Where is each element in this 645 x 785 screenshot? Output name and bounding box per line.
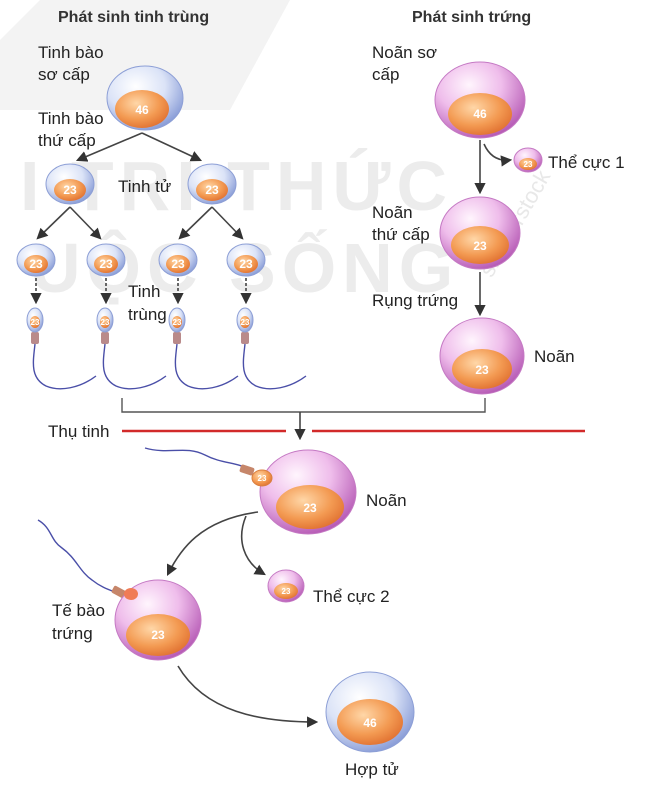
polar-body-1-cell: 23 bbox=[513, 147, 543, 173]
label-sperm-1: Tinh bbox=[128, 282, 160, 301]
sperm-2: 23 bbox=[96, 307, 167, 390]
arrow-to-spermatid-1 bbox=[36, 206, 71, 240]
sperm-1: 23 bbox=[26, 307, 97, 390]
chromosome-count: 46 bbox=[473, 107, 487, 121]
label-secondary-oocyte-2: thứ cấp bbox=[372, 225, 430, 244]
arrow-to-spermatid-3 bbox=[178, 206, 213, 240]
label-primary-oocyte-2: cấp bbox=[372, 65, 399, 84]
chromosome-count: 23 bbox=[205, 183, 219, 197]
chromosome-count: 23 bbox=[101, 318, 110, 327]
label-ovum-2: Noãn bbox=[366, 491, 407, 510]
arrow-to-polar-body-1 bbox=[483, 143, 513, 167]
secondary-spermatocyte-cell-right: 23 bbox=[187, 163, 237, 205]
label-secondary-spermatocyte-2: thứ cấp bbox=[38, 131, 96, 150]
chromosome-count: 23 bbox=[171, 257, 185, 271]
arrow-primary-to-secondary-left bbox=[75, 132, 143, 162]
sperm-chromosome-count: 23 bbox=[258, 474, 267, 483]
arrow-to-zygote bbox=[177, 665, 319, 728]
label-sperm-2: trùng bbox=[128, 305, 167, 324]
zygote-cell: 46 bbox=[325, 671, 415, 753]
label-ovum-1: Noãn bbox=[534, 347, 575, 366]
label-polar-body-2: Thể cực 2 bbox=[313, 587, 390, 606]
chromosome-count: 23 bbox=[31, 318, 40, 327]
chromosome-count: 46 bbox=[135, 103, 149, 117]
sperm-3: 23 bbox=[168, 307, 239, 390]
label-zygote: Hợp tử bbox=[345, 760, 399, 779]
chromosome-count: 23 bbox=[303, 501, 317, 515]
label-primary-spermatocyte-2: sơ cấp bbox=[38, 65, 90, 84]
spermatid-cell-1: 23 bbox=[16, 243, 56, 277]
label-primary-spermatocyte-1: Tinh bào bbox=[38, 43, 104, 62]
arrow-primary-to-secondary-right bbox=[141, 132, 203, 162]
chromosome-count: 23 bbox=[173, 318, 182, 327]
chromosome-count: 23 bbox=[475, 363, 489, 377]
label-egg-cell-1: Tế bào bbox=[52, 601, 105, 620]
secondary-spermatocyte-cell-left: 23 bbox=[45, 163, 95, 205]
chromosome-count: 46 bbox=[363, 716, 377, 730]
secondary-oocyte-cell: 23 bbox=[439, 196, 521, 270]
chromosome-count: 23 bbox=[99, 257, 113, 271]
label-egg-cell-2: trứng bbox=[52, 624, 93, 643]
chromosome-count: 23 bbox=[29, 257, 43, 271]
sperm-4: 23 bbox=[236, 307, 307, 390]
spermatid-cell-3: 23 bbox=[158, 243, 198, 277]
label-secondary-oocyte-1: Noãn bbox=[372, 203, 413, 222]
ovum-cell-2: 23 23 bbox=[144, 447, 357, 535]
primary-spermatocyte-cell: 46 bbox=[106, 65, 184, 131]
chromosome-count: 23 bbox=[524, 160, 533, 169]
connector-bracket bbox=[121, 398, 486, 413]
label-ovulation: Rụng trứng bbox=[372, 291, 458, 310]
spermatid-cell-2: 23 bbox=[86, 243, 126, 277]
label-spermatid: Tinh tử bbox=[118, 177, 171, 196]
header-oogenesis: Phát sinh trứng bbox=[412, 9, 531, 26]
arrow-to-egg-cell bbox=[166, 511, 259, 577]
spermatid-cell-4: 23 bbox=[226, 243, 266, 277]
label-polar-body-1: Thể cực 1 bbox=[548, 153, 625, 172]
primary-oocyte-cell: 46 bbox=[434, 61, 526, 139]
ovum-cell-1: 23 bbox=[439, 317, 525, 395]
chromosome-count: 23 bbox=[282, 587, 291, 596]
label-fertilization: Thụ tinh bbox=[48, 422, 109, 441]
polar-body-2-cell: 23 bbox=[267, 569, 305, 603]
chromosome-count: 23 bbox=[473, 239, 487, 253]
label-primary-oocyte-1: Noãn sơ bbox=[372, 43, 437, 62]
chromosome-count: 23 bbox=[241, 318, 250, 327]
chromosome-count: 23 bbox=[63, 183, 77, 197]
chromosome-count: 23 bbox=[151, 628, 165, 642]
label-secondary-spermatocyte-1: Tinh bào bbox=[38, 109, 104, 128]
egg-cell: 23 bbox=[37, 519, 202, 661]
arrow-to-spermatid-4 bbox=[211, 206, 244, 240]
arrow-to-polar-body-2 bbox=[240, 515, 266, 576]
chromosome-count: 23 bbox=[239, 257, 253, 271]
arrow-to-spermatid-2 bbox=[69, 206, 102, 240]
header-spermatogenesis: Phát sinh tinh trùng bbox=[58, 9, 209, 26]
